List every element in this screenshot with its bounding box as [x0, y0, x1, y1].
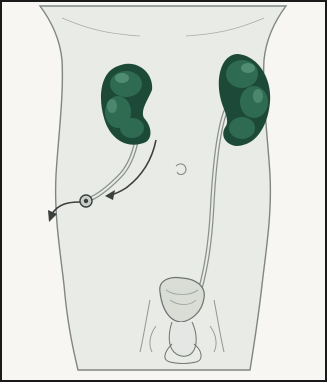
stoma-icon	[80, 195, 92, 207]
